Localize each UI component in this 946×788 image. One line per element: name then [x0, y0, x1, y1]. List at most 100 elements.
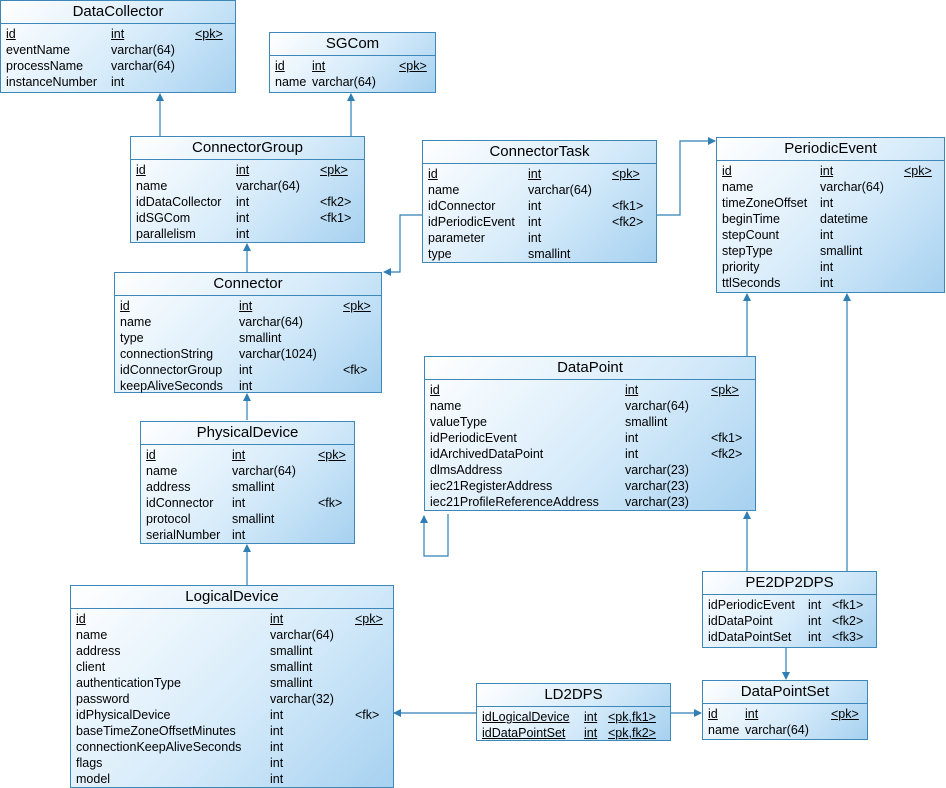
field-name: idPeriodicEvent: [708, 598, 795, 612]
field-type: int: [236, 195, 250, 209]
field-name: idDataCollector: [136, 195, 222, 209]
field-name: idArchivedDataPoint: [430, 447, 544, 461]
field-key: <pk>: [355, 612, 383, 626]
field-name: name: [136, 179, 168, 193]
field-key: [318, 527, 354, 543]
field-key: <fk1>: [832, 598, 864, 612]
field-name: flags: [76, 756, 103, 770]
field-name: valueType: [430, 415, 487, 429]
field-type: int: [232, 496, 246, 510]
field-key: [343, 346, 381, 362]
field-type: smallint: [625, 415, 668, 429]
field-type: int: [270, 724, 284, 738]
field-type: smallint: [528, 247, 571, 261]
field-type: int: [820, 164, 834, 178]
field-name: id: [120, 299, 130, 313]
entity-title: SGCom: [270, 33, 435, 56]
field-type: int: [111, 75, 125, 89]
field-name: parameter: [428, 231, 485, 245]
field-type: datetime: [820, 212, 868, 226]
field-key: [320, 178, 364, 194]
field-name: iec21ProfileReferenceAddress: [430, 495, 599, 509]
field-type: int: [111, 27, 125, 41]
field-key: <pk>: [904, 164, 932, 178]
field-name: type: [120, 331, 144, 345]
field-key: [355, 739, 393, 755]
field-key: [831, 722, 867, 738]
field-name: name: [275, 75, 307, 89]
field-key: [195, 58, 235, 74]
field-key: <fk1>: [711, 431, 743, 445]
field-type: smallint: [239, 331, 282, 345]
field-type: int: [528, 199, 542, 213]
field-key: [711, 414, 755, 430]
field-name: parallelism: [136, 227, 196, 241]
entity-title: LD2DPS: [477, 684, 670, 707]
field-type: varchar(64): [528, 183, 592, 197]
field-key: [711, 462, 755, 478]
field-key: <pk>: [399, 59, 427, 73]
field-type: int: [270, 756, 284, 770]
field-key: [355, 691, 393, 707]
entity-title: LogicalDevice: [71, 586, 393, 609]
field-name: baseTimeZoneOffsetMinutes: [76, 724, 236, 738]
entity-title: PeriodicEvent: [717, 138, 944, 161]
field-key: [318, 463, 354, 479]
field-name: id: [430, 383, 440, 397]
field-key: <fk1>: [320, 211, 352, 225]
field-name: idConnector: [146, 496, 214, 510]
field-type: int: [236, 163, 250, 177]
field-name: name: [120, 315, 152, 329]
field-type: smallint: [270, 660, 313, 674]
field-type: varchar(23): [625, 463, 689, 477]
field-row: valueType smallint: [425, 414, 755, 430]
field-name: keepAliveSeconds: [120, 379, 223, 393]
field-key: <fk2>: [320, 195, 352, 209]
field-type: int: [745, 707, 759, 721]
field-key: [355, 675, 393, 691]
field-name: priority: [722, 260, 760, 274]
field-name: dlmsAddress: [430, 463, 503, 477]
field-key: [318, 479, 354, 495]
field-type: varchar(64): [111, 43, 175, 57]
field-type: varchar(64): [111, 59, 175, 73]
field-type: int: [312, 59, 326, 73]
